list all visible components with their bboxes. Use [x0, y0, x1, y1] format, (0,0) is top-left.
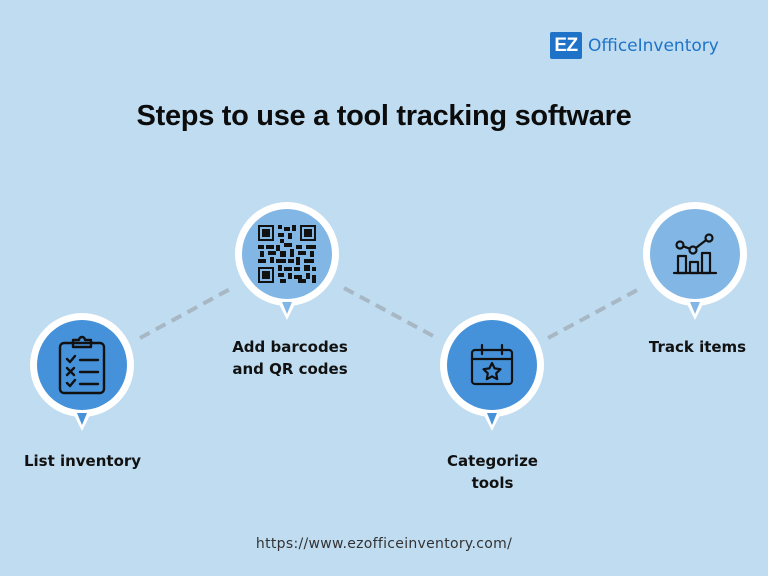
step-2-label-line2: and QR codes — [232, 360, 348, 378]
step-2-label: Add barcodes and QR codes — [208, 336, 372, 380]
step-2-circle — [242, 209, 332, 299]
step-1-label: List inventory — [23, 452, 142, 470]
step-2-label-line1: Add barcodes — [232, 338, 348, 356]
step-2-node — [235, 202, 339, 320]
step-4-circle — [650, 209, 740, 299]
step-3-circle — [447, 320, 537, 410]
logo-badge: EZ — [550, 32, 582, 59]
footer-url: https://www.ezofficeinventory.com/ — [255, 536, 513, 552]
pin-tail-inner — [77, 413, 87, 425]
bar-chart-trend-icon — [672, 233, 718, 275]
page-title: Steps to use a tool tracking software — [136, 100, 632, 132]
step-3-label-line1: Categorize — [447, 452, 538, 470]
step-1-circle — [37, 320, 127, 410]
logo-text: OfficeInventory — [588, 35, 719, 56]
clipboard-checklist-icon — [58, 335, 106, 395]
step-3-label-line2: tools — [471, 474, 514, 492]
pin-tail-inner — [487, 413, 497, 425]
connector-1-2 — [139, 286, 233, 340]
step-1-node — [30, 313, 134, 431]
pin-tail-inner — [690, 302, 700, 314]
step-3-label: Categorize tools — [420, 450, 565, 494]
calendar-star-icon — [470, 343, 514, 386]
connector-3-4 — [547, 286, 642, 340]
step-4-label: Track items — [648, 338, 747, 356]
qr-code-icon — [258, 225, 316, 283]
step-4-node — [643, 202, 747, 320]
brand-logo: EZ OfficeInventory — [550, 32, 719, 59]
step-3-node — [440, 313, 544, 431]
pin-tail-inner — [282, 302, 292, 314]
connector-2-3 — [343, 286, 438, 340]
